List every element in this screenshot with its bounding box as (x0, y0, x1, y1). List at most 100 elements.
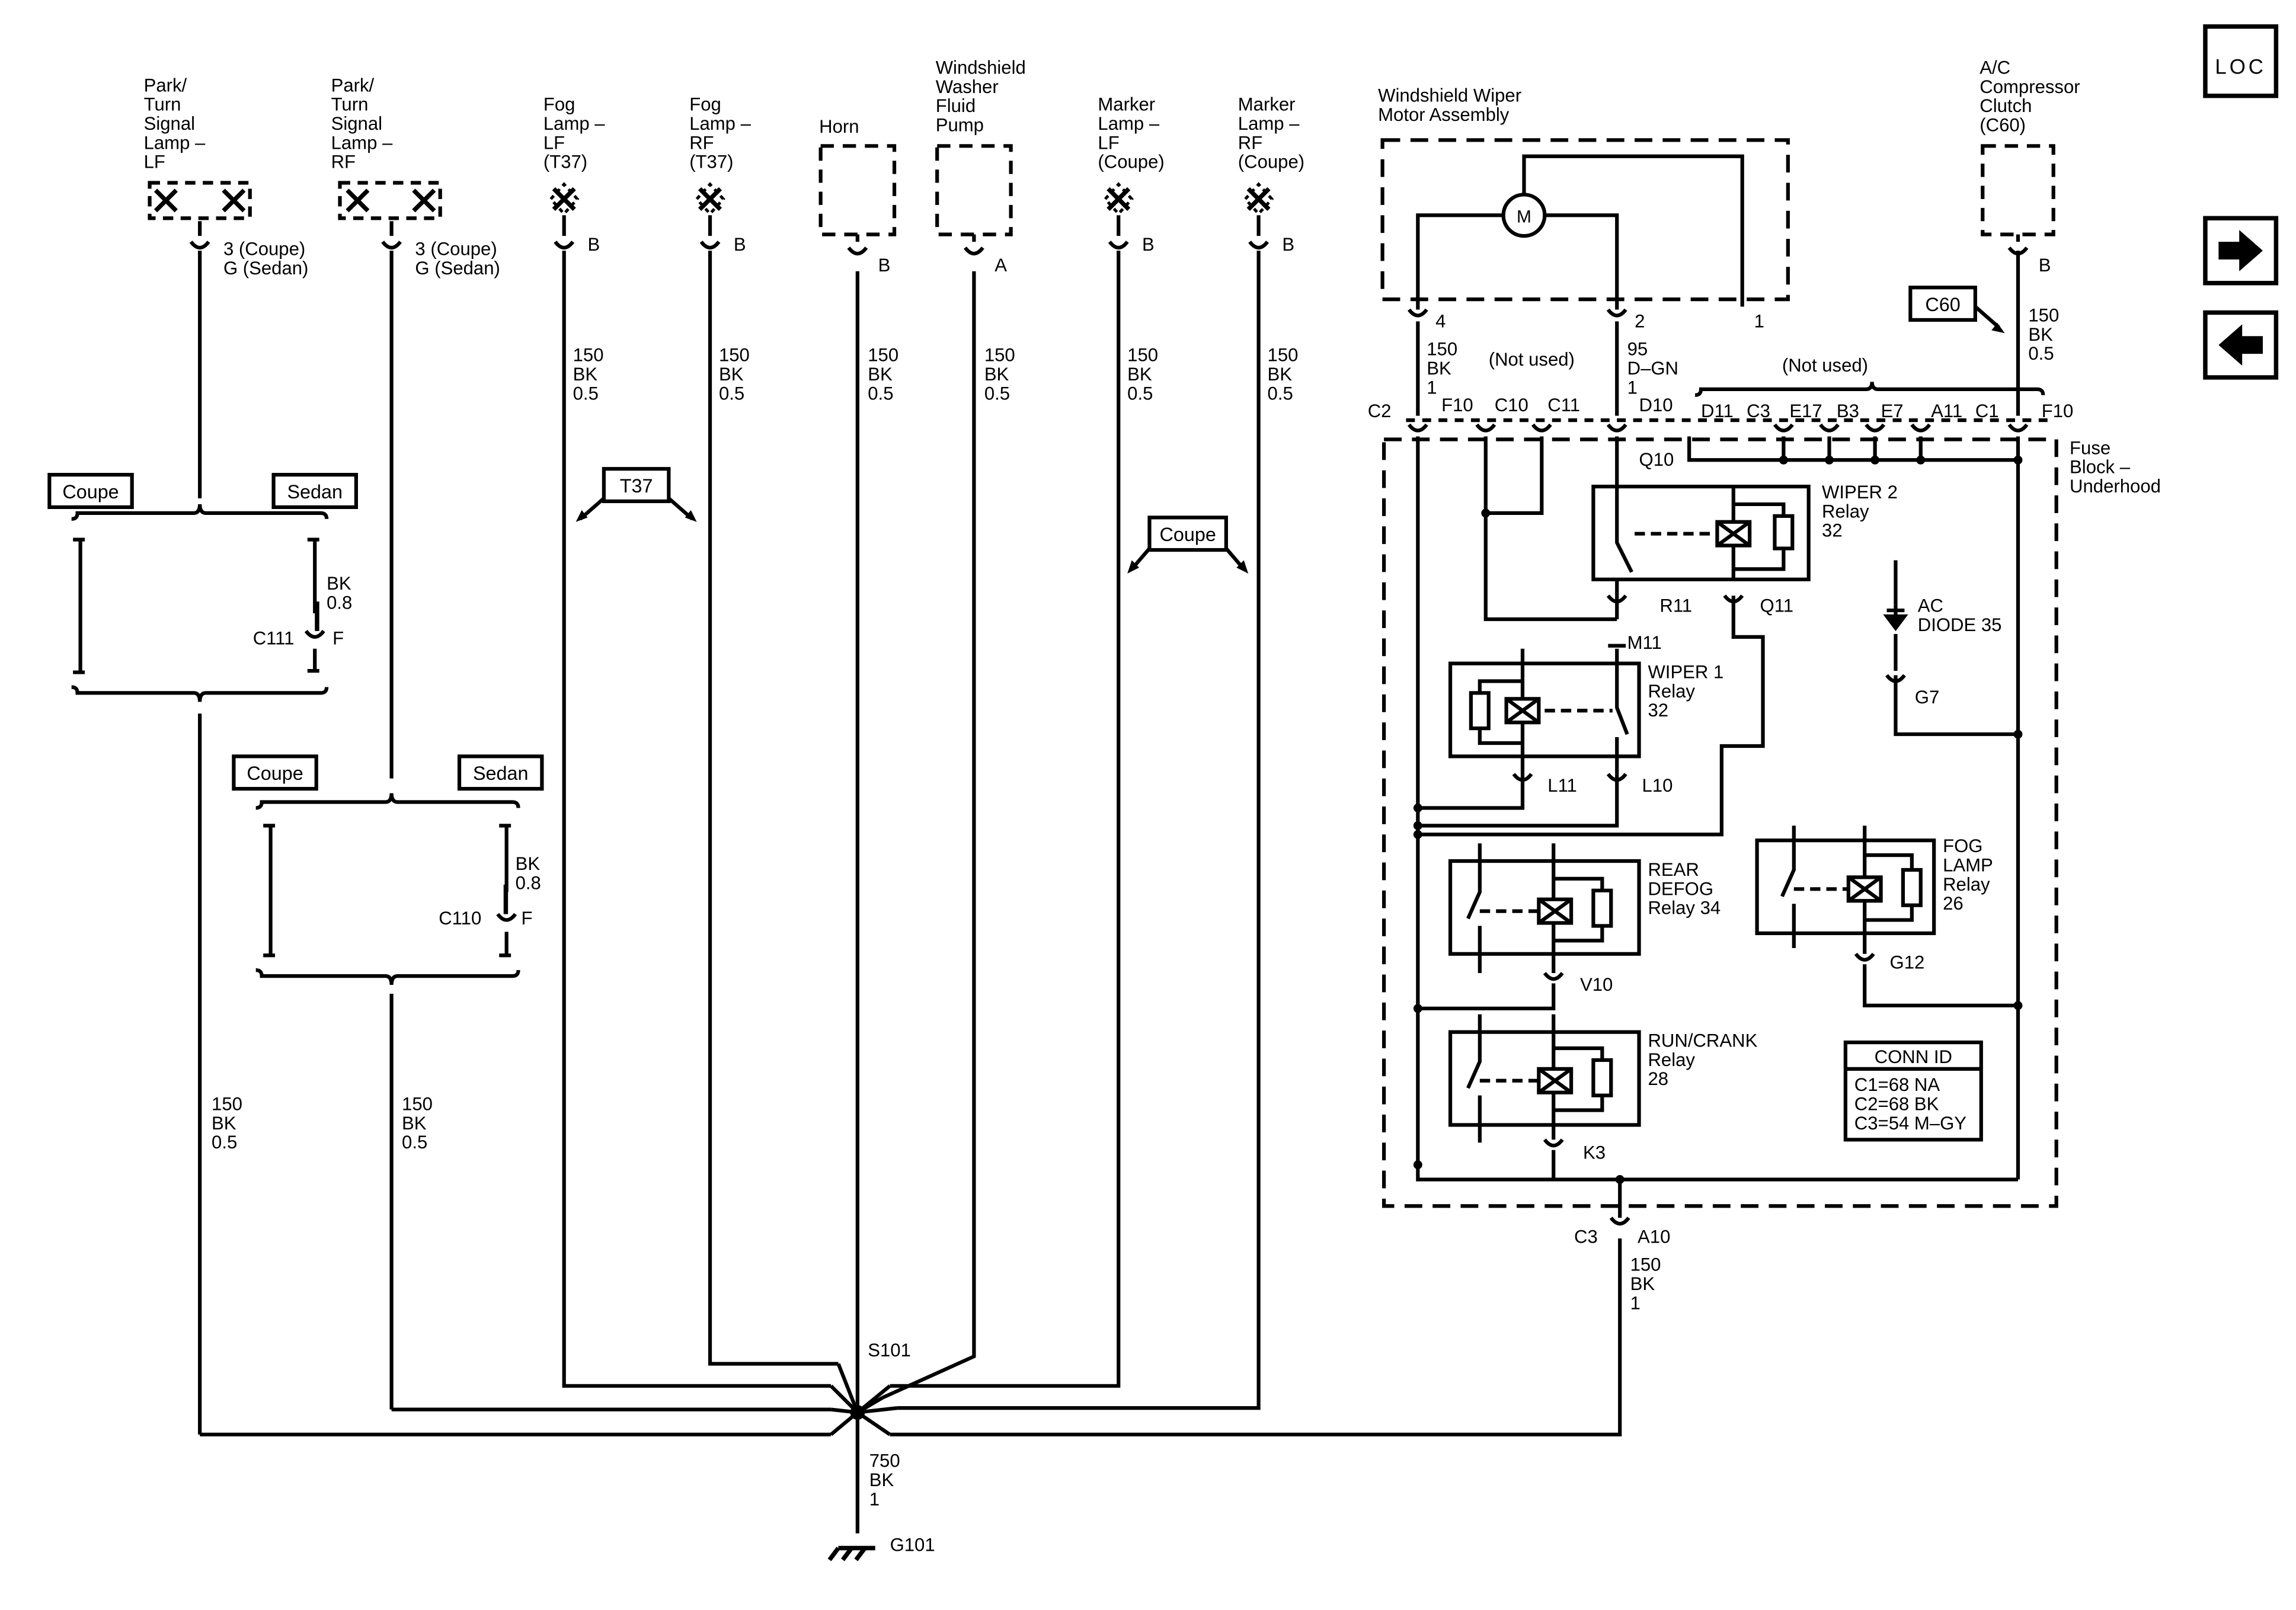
not-used-1: (Not used) (1489, 349, 1575, 370)
conn-d11: D11 (1701, 401, 1734, 421)
conn-f10-right: F10 (2042, 401, 2074, 421)
svg-text:M: M (1517, 207, 1531, 227)
wire-marker-rf (897, 250, 1261, 1410)
option-coupe-marker[interactable]: Coupe (1127, 516, 1249, 574)
conn-id-line: C1=68 NA (1854, 1074, 1940, 1095)
fog-lamp-relay (1755, 825, 1936, 962)
pin-g12: G12 (1890, 952, 1925, 973)
conn-c10: C10 (1495, 395, 1528, 415)
ac-clutch (1981, 144, 2055, 236)
loc-label: LOC (2215, 55, 2266, 78)
wiper1-relay (1448, 648, 1641, 782)
option-bracket-lf (71, 504, 329, 702)
coupe-label: Coupe (1160, 524, 1216, 545)
option-t37[interactable]: T37 (575, 467, 697, 522)
arrow-left-icon (2218, 324, 2263, 366)
pin-q11: Q11 (1760, 596, 1793, 616)
c111-label: C111 (253, 628, 295, 648)
fan-lines (829, 1363, 898, 1436)
arrow-right-icon (2218, 230, 2263, 271)
conn-id-box: CONN ID C1=68 NA C2=68 BK C3=54 M–GY (1843, 1040, 1983, 1142)
conn-c3-top: C3 (1747, 401, 1770, 421)
park-lamp-lf (148, 181, 252, 220)
run-crank-relay (1448, 1014, 1641, 1148)
not-used-2: (Not used) (1782, 355, 1868, 376)
park-lf-pin: 3 (Coupe)G (Sedan) (223, 238, 308, 278)
ac-clutch-pin: B (2039, 255, 2051, 276)
option-bracket-rf (255, 793, 520, 985)
conn-e7: E7 (1881, 401, 1904, 421)
fog-lf-pin: B (588, 234, 600, 255)
pin-g7: G7 (1915, 687, 1939, 708)
horn-pin: B (878, 255, 891, 276)
conn-e17: E17 (1789, 401, 1822, 421)
washer-pin: A (994, 255, 1007, 276)
next-page-button[interactable] (2203, 216, 2279, 286)
motor-symbol: M (1501, 193, 1547, 238)
marker-lf-pin: B (1142, 234, 1155, 255)
fuse-block-wiring (1416, 436, 2020, 1218)
conn-d10: D10 (1639, 395, 1673, 415)
marker-rf-pin: B (1282, 234, 1294, 255)
conn-c11: C11 (1547, 395, 1580, 415)
wire-fog-lf (562, 250, 832, 1388)
prev-page-button[interactable] (2203, 310, 2279, 380)
fuse-link-rf (503, 884, 509, 914)
ground-g101 (827, 1545, 875, 1561)
park-lamp-rf (338, 181, 442, 220)
option-c60[interactable]: C60 (1908, 286, 2005, 334)
fog-lamp-rf (695, 182, 725, 216)
wiper-motor-wiring (1416, 154, 1744, 310)
loc-box[interactable]: LOC (2203, 24, 2279, 98)
wiper2-relay (1591, 484, 1811, 604)
conn-a10: A10 (1638, 1226, 1670, 1247)
conn-id-line: C2=68 BK (1854, 1094, 1939, 1115)
pin-q10: Q10 (1639, 449, 1674, 470)
park-rf-pin: 3 (Coupe)G (Sedan) (415, 238, 500, 278)
sedan-label: Sedan (287, 481, 342, 502)
c111-pin: F (332, 628, 344, 648)
splice-s101 (850, 1405, 865, 1420)
conn-id-title: CONN ID (1875, 1046, 1952, 1067)
pin-l10: L10 (1642, 775, 1673, 796)
wire-marker-lf (890, 250, 1121, 1388)
option-coupe-rf[interactable]: Coupe (232, 754, 318, 791)
t37-label: T37 (620, 475, 653, 497)
conn-c3-bottom: C3 (1574, 1226, 1598, 1247)
c110-label: C110 (439, 908, 481, 929)
c60-label: C60 (1925, 294, 1960, 315)
not-used-bracket (1694, 382, 2045, 397)
wire-fog-rf (708, 250, 839, 1366)
option-sedan-lf[interactable]: Sedan (271, 473, 359, 510)
fuse-block-connector-row (1406, 418, 2055, 433)
motor-pin-2: 2 (1635, 311, 1645, 331)
option-coupe-lf[interactable]: Coupe (47, 473, 134, 510)
horn-label: Horn (819, 116, 859, 137)
option-sedan-rf[interactable]: Sedan (457, 754, 544, 791)
motor-pin-4: 4 (1435, 311, 1446, 331)
